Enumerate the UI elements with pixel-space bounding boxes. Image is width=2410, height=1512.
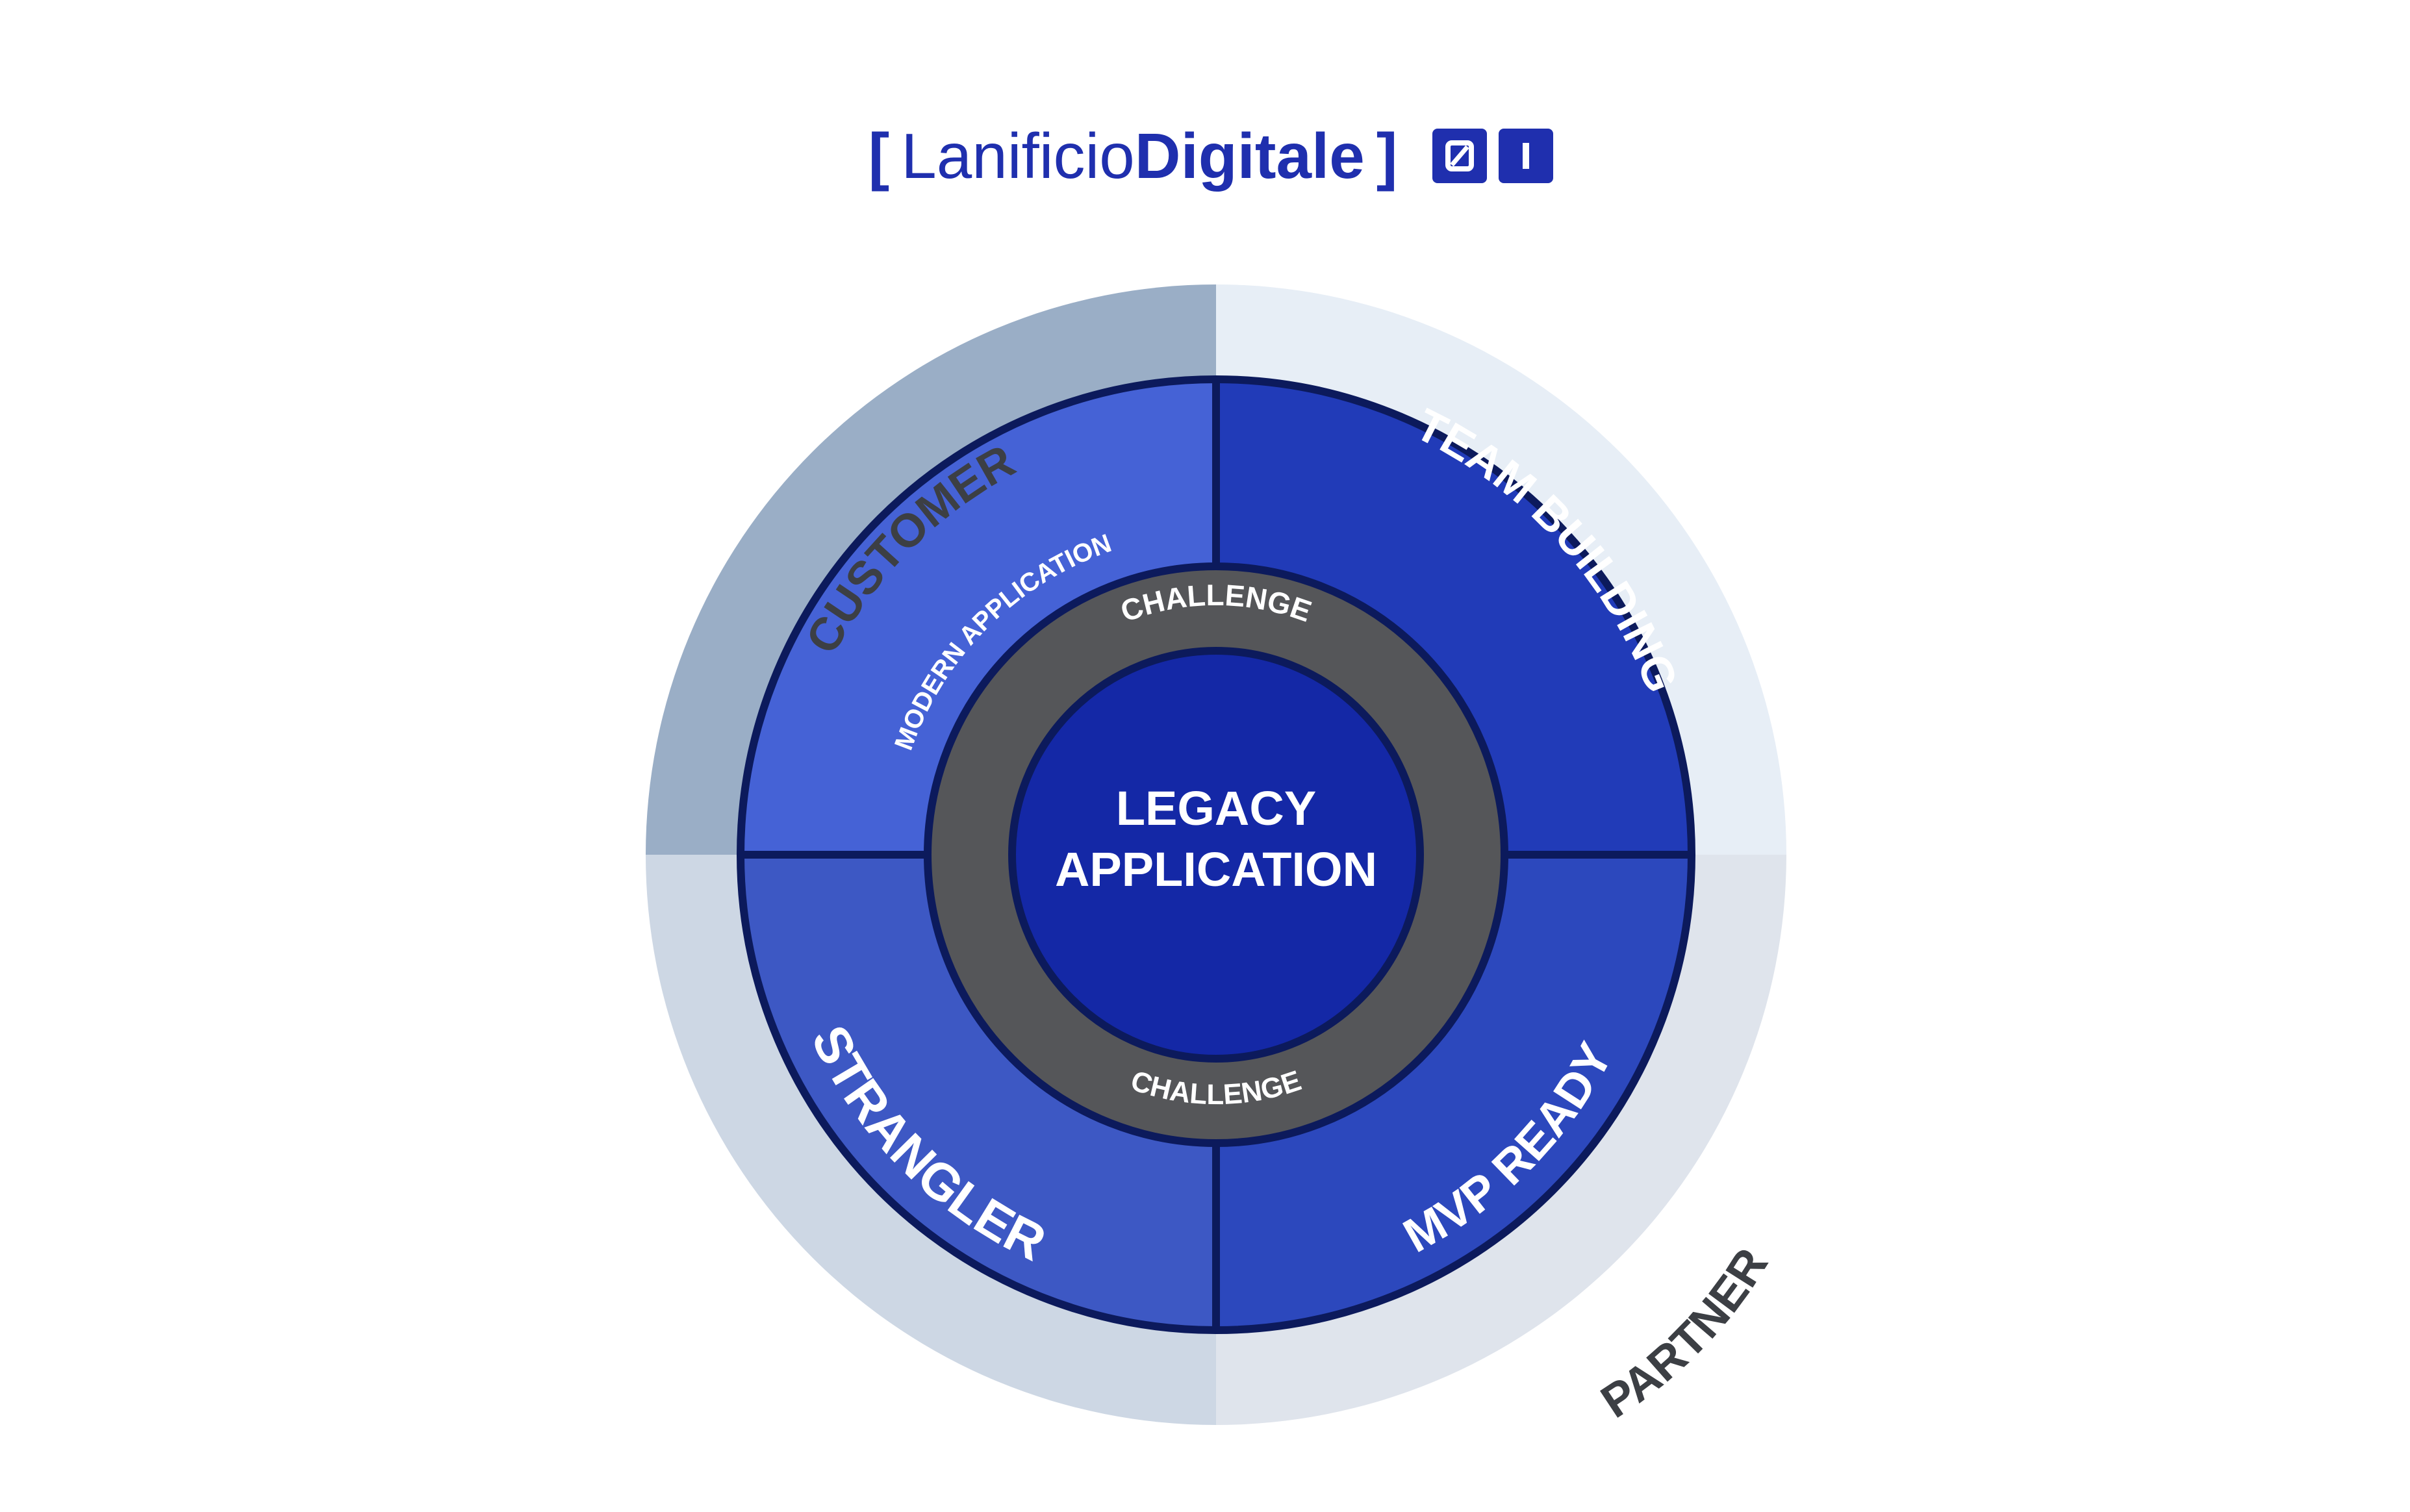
- label-legacy-line1: LEGACY: [1116, 781, 1316, 835]
- logo-name-bold: Digitale: [1134, 120, 1365, 192]
- logo-one-icon: [1499, 129, 1554, 183]
- label-partner: PARTNER: [1592, 1239, 1778, 1428]
- logo-name-light: Lanificio: [901, 120, 1135, 192]
- brand-logo: [ Lanificio Digitale ]: [0, 104, 2410, 208]
- logo-bracket-close: ]: [1376, 120, 1398, 192]
- legacy-core: [1008, 647, 1424, 1063]
- label-legacy-line2: APPLICATION: [1055, 842, 1377, 896]
- logo-bracket-open: [: [868, 120, 890, 192]
- logo-zero-icon: [1432, 129, 1488, 183]
- logo-badges: [1432, 129, 1554, 183]
